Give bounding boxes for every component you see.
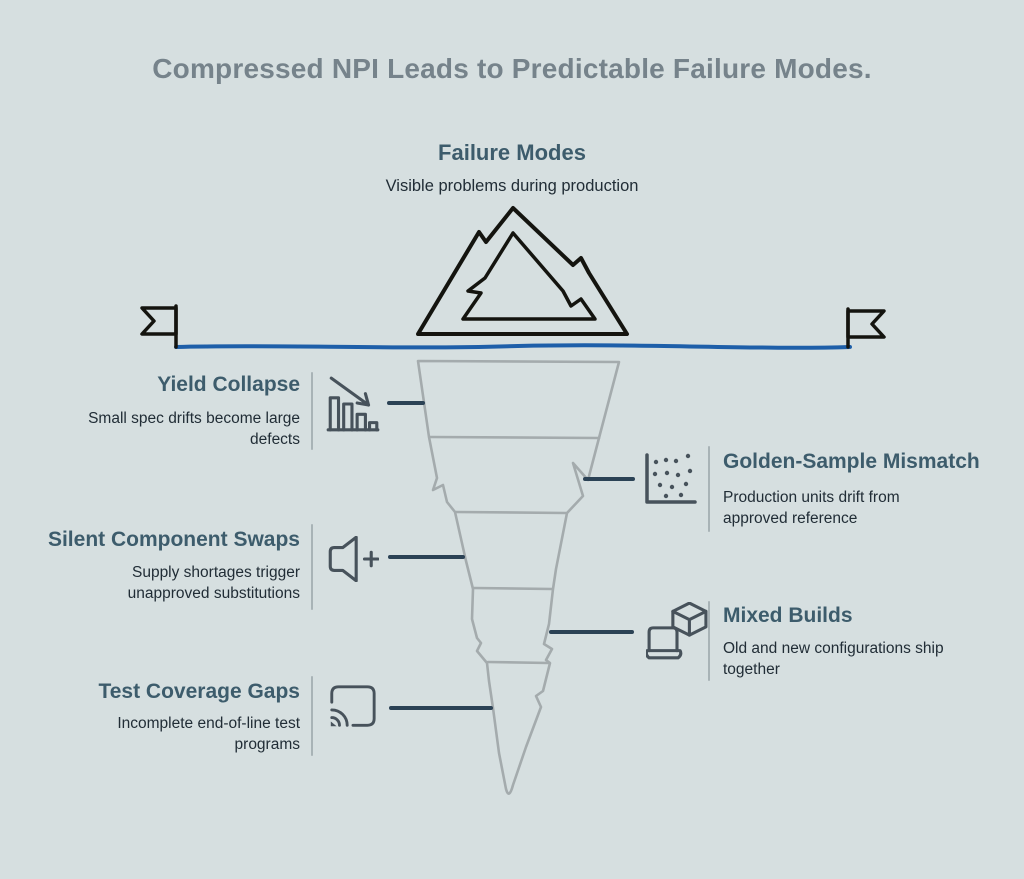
connector-line-golden: [583, 477, 635, 481]
summit-heading: Failure Modes: [438, 140, 586, 165]
item-desc-mixed-builds: Old and new configurations ship together: [723, 640, 944, 678]
divider: [311, 524, 313, 610]
cast-screen-icon: [330, 685, 376, 727]
speaker-plus-icon: [328, 536, 379, 582]
summit-subheading: Visible problems during production: [385, 177, 639, 195]
connector-line-test: [389, 706, 493, 710]
item-desc-yield-collapse: Small spec drifts become large defects: [88, 410, 300, 448]
waterline: [140, 304, 886, 350]
iceberg-tier-line: [472, 586, 554, 591]
page-title: Compressed NPI Leads to Predictable Fail…: [152, 53, 872, 84]
divider: [708, 601, 710, 681]
declining-bar-chart-icon: [326, 376, 380, 432]
flag-icon-right: [846, 307, 886, 349]
item-desc-golden-sample: Production units drift from approved ref…: [723, 489, 900, 527]
item-heading-mixed-builds: Mixed Builds: [723, 604, 853, 627]
scatter-plot-icon: [645, 453, 697, 504]
iceberg-tier-line: [486, 660, 551, 665]
mountain-icon: [416, 206, 629, 336]
flag-icon-left: [140, 304, 178, 349]
laptop-cube-icon: [646, 602, 708, 660]
iceberg-tier-line: [454, 510, 568, 515]
iceberg-funnel-icon: [416, 359, 621, 795]
item-heading-golden-sample: Golden-Sample Mismatch: [723, 450, 980, 473]
item-heading-silent-swaps: Silent Component Swaps: [47, 528, 300, 551]
item-heading-test-gaps: Test Coverage Gaps: [98, 680, 300, 703]
connector-line-mixed: [549, 630, 634, 634]
waterline-line: [174, 343, 852, 350]
iceberg-tier-line: [428, 435, 601, 440]
item-desc-silent-swaps: Supply shortages trigger unapproved subs…: [127, 564, 300, 602]
connector-line-yield: [387, 401, 425, 405]
item-heading-yield-collapse: Yield Collapse: [157, 373, 300, 396]
connector-line-swaps: [388, 555, 465, 559]
item-desc-test-gaps: Incomplete end-of-line test programs: [117, 715, 300, 753]
divider: [311, 372, 313, 450]
divider: [708, 446, 710, 532]
divider: [311, 676, 313, 756]
